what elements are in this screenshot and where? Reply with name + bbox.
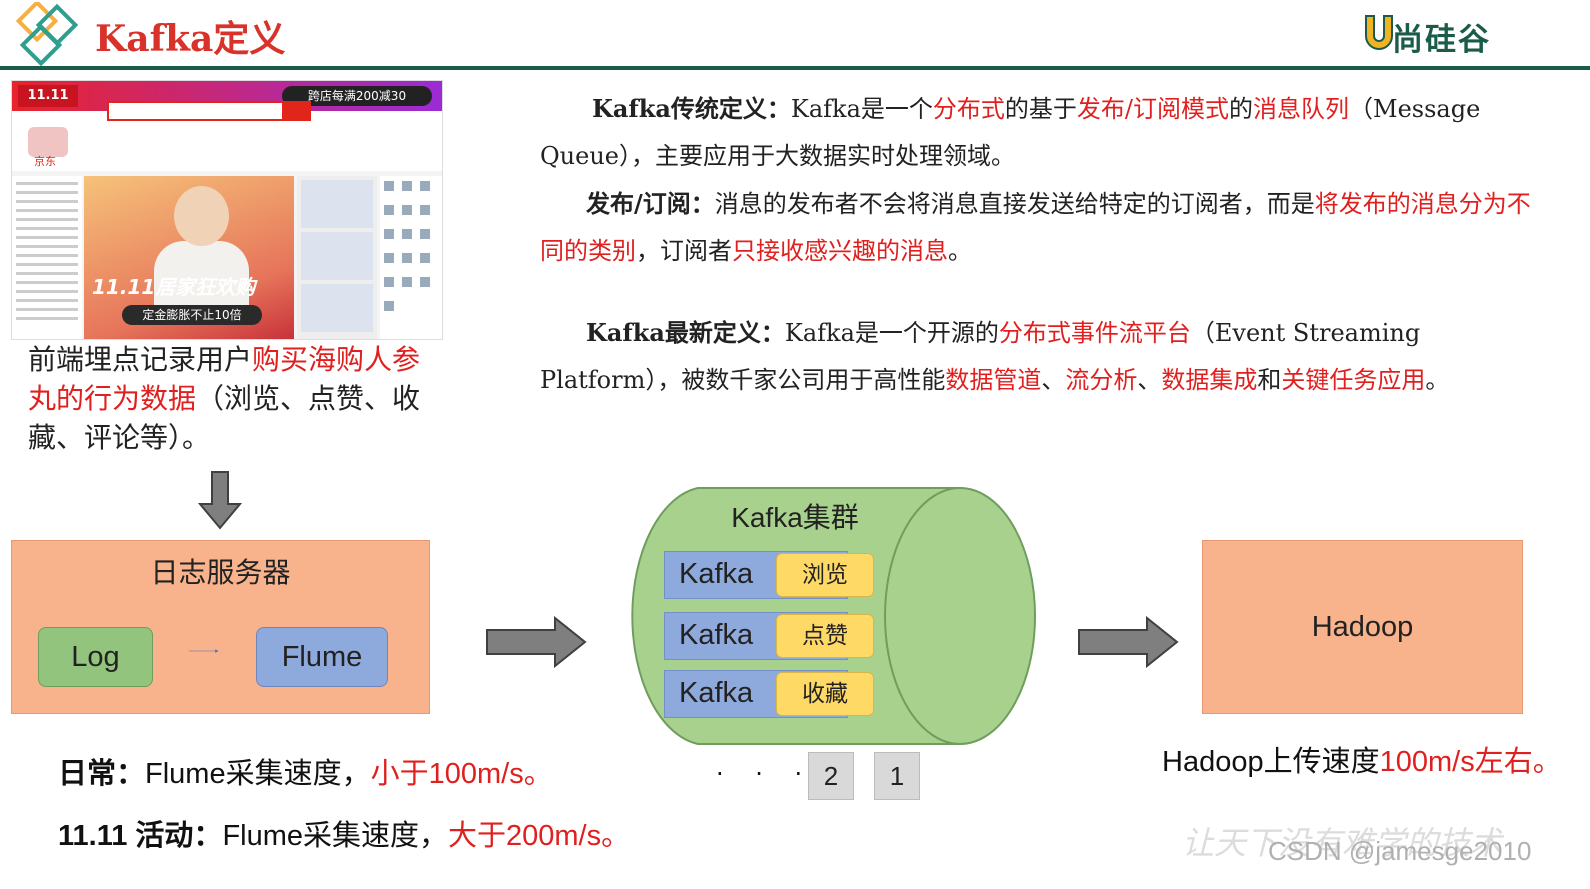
product-column: [297, 176, 377, 339]
header-divider: [0, 66, 1590, 70]
latest-definition: Kafka最新定义：Kafka是一个开源的分布式事件流平台（Event Stre…: [540, 309, 1530, 404]
kafka-label: Kafka: [679, 558, 754, 590]
highlight: 数据集成: [1161, 366, 1258, 394]
log-to-flume-arrow: [188, 649, 219, 653]
traditional-definition: Kafka传统定义：Kafka是一个分布式的基于发布/订阅模式的消息队列（Mes…: [540, 85, 1530, 180]
text: Kafka是一个开源的: [784, 319, 999, 347]
search-button: [282, 101, 310, 121]
jd-logo-icon: [28, 127, 68, 157]
highlight: 分布式事件流平台: [998, 319, 1191, 347]
text: （Message Queue），主要应用于大数据实时处理领域。: [540, 95, 1481, 170]
partition-box: 2: [808, 752, 854, 800]
slogan-watermark: 让天下没有难学的技术: [1182, 824, 1503, 862]
topic-tag: 浏览: [776, 553, 874, 597]
text: Flume采集速度，: [145, 758, 371, 790]
pubsub-label: 发布/订阅：: [586, 189, 715, 218]
highlight: 将发布的消息分为不同的类别: [540, 190, 1531, 265]
highlight: 只接收感兴趣的消息: [732, 237, 948, 265]
highlight: 大于200m/s。: [448, 820, 631, 852]
logo-diamonds-icon: [15, 2, 79, 67]
ecommerce-screenshot: 11.11 跨店每满200减30 京东 11.11居家狂欢购 定金膨胀不止10倍: [11, 80, 443, 340]
text: （浏览、点赞、收藏、评论等）。: [28, 382, 421, 454]
topic-tag: 收藏: [776, 672, 874, 716]
latest-label: Kafka最新定义：: [586, 318, 785, 347]
search-box: [107, 101, 311, 121]
kafka-topic-row: Kafka 收藏: [664, 670, 876, 718]
text: 。: [1425, 366, 1450, 394]
text: 前端埋点记录用户: [28, 343, 253, 376]
topic-tag: 点赞: [776, 614, 874, 658]
ellipsis: · · ·: [716, 760, 815, 788]
text: （Event Streaming Platform），被数千家公司用于高性能: [540, 319, 1421, 394]
highlight: 关键任务应用: [1281, 366, 1426, 394]
person-body: [154, 241, 249, 311]
traditional-label: Kafka传统定义：: [592, 94, 791, 123]
search-row: [12, 111, 442, 171]
partition-box: 1: [874, 752, 920, 800]
highlight: 100m/s左右。: [1379, 746, 1562, 778]
text: 消息的发布者不会将消息直接发送给特定的订阅者，而是: [714, 190, 1315, 218]
right-arrow-icon: [1078, 616, 1179, 668]
jd-label: 京东: [34, 155, 56, 168]
text: 和: [1257, 366, 1282, 394]
text: Flume采集速度，: [222, 820, 449, 852]
right-arrow-icon: [486, 616, 587, 668]
double11-speed: 11.11 活动：Flume采集速度，大于200m/s。: [58, 812, 630, 854]
banner-pill: 定金膨胀不止10倍: [122, 305, 262, 325]
csdn-watermark: CSDN @jamesge2010: [1268, 836, 1532, 866]
pubsub-definition: 发布/订阅：消息的发布者不会将消息直接发送给特定的订阅者，而是将发布的消息分为不…: [540, 180, 1550, 275]
service-icons: [380, 176, 442, 339]
highlight: 小于100m/s。: [370, 758, 553, 790]
log-node: Log: [38, 627, 153, 687]
text: 。: [948, 237, 972, 265]
brand-logo-icon: [1365, 15, 1393, 50]
daily-label: 日常：: [58, 758, 146, 790]
double11-label: 11.11 活动：: [58, 820, 223, 852]
brand-name: 尚硅谷: [1392, 22, 1491, 58]
log-server-box: 日志服务器 Log Flume: [11, 540, 430, 714]
hadoop-speed: Hadoop上传速度100m/s左右。: [1162, 738, 1562, 780]
text: Kafka是一个: [790, 95, 933, 123]
kafka-topic-row: Kafka 点赞: [664, 612, 876, 660]
text: ，订阅者: [636, 237, 732, 265]
highlight: 流分析: [1065, 366, 1138, 394]
kafka-cluster-title: Kafka集群: [731, 502, 859, 533]
banner-text: 11.11居家狂欢购: [92, 275, 256, 299]
kafka-topic-row: Kafka 浏览: [664, 551, 876, 599]
log-server-title: 日志服务器: [150, 556, 291, 589]
hadoop-label: Hadoop: [1311, 611, 1414, 643]
text: 的基于: [1004, 95, 1077, 123]
text: 的: [1229, 95, 1253, 123]
down-arrow-icon: [198, 471, 242, 530]
hadoop-box: Hadoop: [1202, 540, 1523, 714]
highlight: 发布/订阅模式: [1076, 95, 1229, 123]
kafka-label: Kafka: [679, 677, 754, 709]
highlight: 购买海购人参丸的行为数据: [28, 343, 421, 415]
page-title: Kafka定义: [95, 18, 286, 60]
promo-pill: 跨店每满200减30: [282, 86, 432, 106]
text: 、: [1137, 366, 1162, 394]
highlight: 数据管道: [945, 366, 1042, 394]
daily-speed: 日常：Flume采集速度，小于100m/s。: [58, 750, 553, 792]
text: 、: [1041, 366, 1066, 394]
category-sidebar: [12, 176, 82, 339]
text: Hadoop上传速度: [1162, 746, 1380, 778]
kafka-label: Kafka: [679, 619, 754, 651]
flume-node: Flume: [256, 627, 388, 687]
person-face: [174, 186, 229, 246]
highlight: 消息队列: [1253, 95, 1349, 123]
tracking-caption: 前端埋点记录用户购买海购人参丸的行为数据（浏览、点赞、收藏、评论等）。: [28, 340, 448, 457]
highlight: 分布式: [932, 95, 1005, 123]
double11-badge: 11.11: [18, 85, 78, 107]
